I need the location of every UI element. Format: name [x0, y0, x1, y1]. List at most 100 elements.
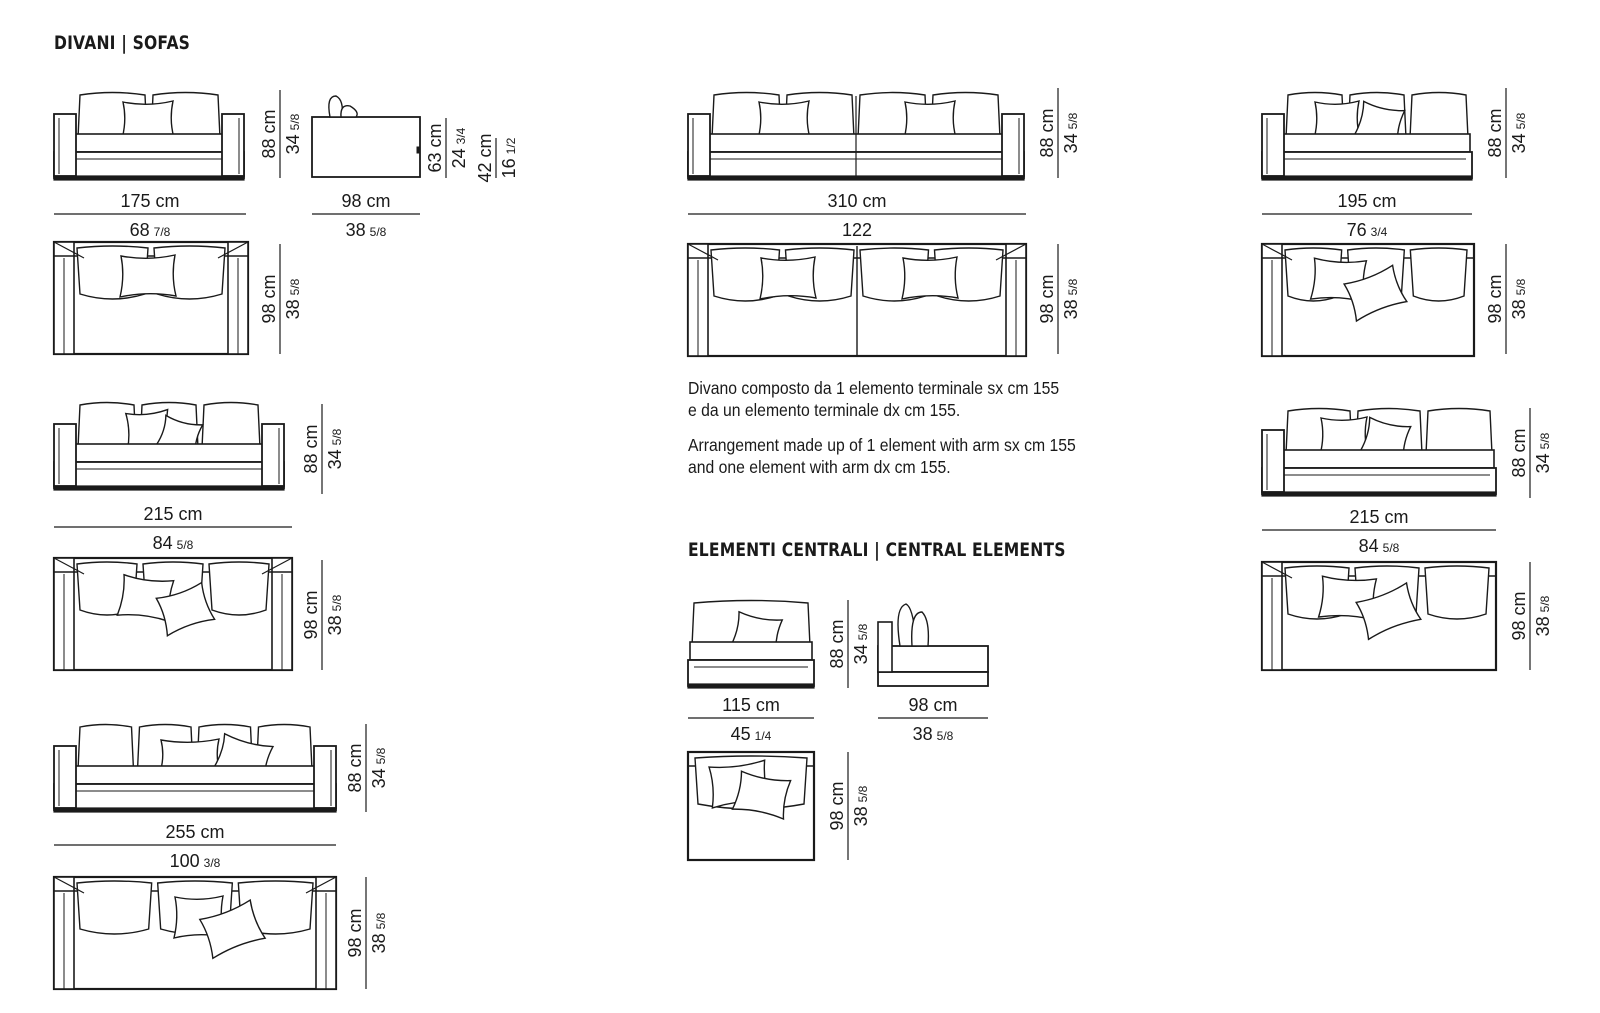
sofa-215-plan-view	[52, 556, 294, 672]
inch-fraction: 5/8	[374, 747, 388, 764]
cushion-icon	[1342, 264, 1409, 323]
inch-whole: 84	[153, 533, 173, 553]
inch-dimension-label: 345/8	[325, 428, 345, 469]
inch-whole: 38	[1061, 299, 1081, 319]
sofa-175-front-view	[53, 91, 245, 181]
cm-dimension-label: 88 cm	[1509, 428, 1529, 477]
inch-fraction: 1/2	[504, 137, 518, 154]
sofa-310-plan-view	[686, 242, 1028, 358]
inch-fraction: 5/8	[177, 538, 194, 552]
inch-whole: 34	[851, 644, 871, 664]
cm-dimension-label: 215 cm	[1349, 507, 1408, 527]
inch-fraction: 5/8	[374, 912, 388, 929]
inch-fraction: 5/8	[288, 113, 302, 130]
back-cushion-icon	[1409, 247, 1468, 302]
inch-whole: 34	[1509, 133, 1529, 153]
back-cushion-icon	[1425, 407, 1493, 455]
cm-dimension-label: 98 cm	[301, 590, 321, 639]
inch-fraction: 3/8	[204, 856, 221, 870]
inch-fraction: 5/8	[856, 785, 870, 802]
central-element-plan-view	[686, 750, 816, 862]
sofa-175-plan-view	[52, 240, 250, 356]
cm-dimension-label: 42 cm	[475, 133, 495, 182]
inch-fraction: 5/8	[288, 278, 302, 295]
inch-fraction: 5/8	[937, 729, 954, 743]
inch-fraction: 5/8	[1066, 278, 1080, 295]
cm-dimension-label: 98 cm	[345, 908, 365, 957]
cm-dimension-label: 98 cm	[259, 274, 279, 323]
cushion-icon	[731, 770, 792, 821]
inch-whole: 38	[369, 933, 389, 953]
back-cushion-icon	[208, 561, 270, 616]
inch-dimension-label: 385/8	[283, 278, 303, 319]
width-dimension-310: 310 cm 122	[688, 191, 1026, 240]
inch-whole: 38	[851, 806, 871, 826]
inch-fraction: 5/8	[370, 225, 387, 239]
section-title-central-elements: ELEMENTI CENTRALI | CENTRAL ELEMENTS	[688, 539, 1066, 561]
back-cushion-icon	[911, 611, 930, 647]
inch-fraction: 3/4	[454, 127, 468, 144]
cm-dimension-label: 310 cm	[827, 191, 886, 211]
inch-whole: 38	[325, 615, 345, 635]
inch-whole: 24	[449, 148, 469, 168]
central-element-side-view	[877, 603, 989, 687]
cm-dimension-label: 88 cm	[301, 424, 321, 473]
sofa-195-front-view	[1261, 91, 1473, 181]
inch-fraction: 7/8	[154, 225, 171, 239]
cushion-icon	[1354, 581, 1423, 641]
cm-dimension-label: 195 cm	[1337, 191, 1396, 211]
inch-dimension-label: 385/8	[1061, 278, 1081, 319]
inch-fraction: 5/8	[330, 594, 344, 611]
cushion-icon	[155, 581, 216, 637]
inch-fraction: 5/8	[1538, 595, 1552, 612]
sofa-215-arm-front-view	[1261, 407, 1497, 497]
inch-whole: 38	[913, 724, 933, 744]
cm-dimension-label: 98 cm	[1509, 591, 1529, 640]
width-dimension-215: 215 cm 84 5/8	[54, 504, 292, 553]
inch-whole: 34	[283, 134, 303, 154]
sofa-215-arm-plan-view	[1260, 560, 1498, 672]
back-cushion-icon	[1424, 565, 1490, 620]
back-cushion-icon	[77, 723, 135, 771]
inch-whole: 38	[1533, 616, 1553, 636]
back-cushion-icon	[340, 105, 358, 118]
inch-fraction: 5/8	[1066, 112, 1080, 129]
cm-dimension-label: 88 cm	[1485, 108, 1505, 157]
cm-dimension-label: 98 cm	[1485, 274, 1505, 323]
inch-fraction: 5/8	[1514, 278, 1528, 295]
inch-fraction: 5/8	[856, 623, 870, 640]
cm-dimension-label: 98 cm	[1037, 274, 1057, 323]
cm-dimension-label: 215 cm	[143, 504, 202, 524]
cm-dimension-label: 88 cm	[1037, 108, 1057, 157]
inch-dimension-label: 345/8	[369, 747, 389, 788]
cushion-icon	[119, 254, 177, 298]
cm-dimension-label: 88 cm	[827, 619, 847, 668]
central-element-front-view	[687, 599, 815, 689]
inch-dimension-label: 243/4	[449, 127, 469, 168]
inch-fraction: 5/8	[1514, 112, 1528, 129]
inch-whole: 100	[170, 851, 200, 871]
inch-dimension-label: 385/8	[369, 912, 389, 953]
inch-whole: 122	[842, 220, 872, 240]
sofa-215-front-view	[53, 401, 285, 491]
inch-whole: 16	[499, 158, 519, 178]
inch-dimension-label: 385/8	[851, 785, 871, 826]
back-cushion-icon	[201, 401, 261, 449]
inch-whole: 34	[369, 768, 389, 788]
back-cushion-icon	[76, 880, 153, 935]
inch-dimension-label: 100 3/8	[170, 851, 221, 871]
